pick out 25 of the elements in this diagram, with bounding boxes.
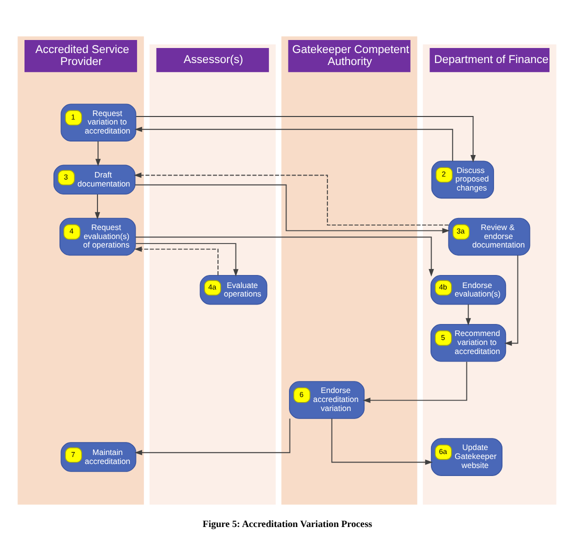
node-box: 3a Review & endorse documentation (448, 217, 530, 256)
arrow (136, 116, 476, 162)
arrow (134, 172, 450, 226)
arrow (331, 418, 433, 464)
node-box: 4b Endorse evaluation(s) (430, 274, 506, 304)
arrow (504, 254, 518, 346)
caption: Figure 5: Accreditation Variation Process (202, 518, 372, 530)
node-box: 7 Maintain accreditation (60, 442, 136, 472)
arrow (135, 236, 434, 276)
arrow (134, 246, 218, 276)
arrow (135, 242, 238, 276)
arrow (466, 303, 471, 326)
node-box: 3 Draft documentation (53, 164, 136, 194)
arrow (94, 193, 100, 220)
node-box: 1 Request variation to accreditation (60, 103, 136, 141)
arrow (134, 126, 454, 161)
arrow (95, 140, 101, 166)
arrow (134, 418, 290, 455)
node-box: 2 Discuss proposed changes (431, 160, 494, 198)
node-box: 4a Evaluate operations (200, 274, 268, 304)
arrow (134, 184, 450, 233)
node-box: 6 Endorse accreditation variation (289, 380, 365, 418)
arrow (362, 360, 468, 402)
node-box: 4 Request evaluation(s) of operations (59, 217, 136, 256)
node-box: 5 Recommend variation to accreditation (430, 324, 506, 362)
